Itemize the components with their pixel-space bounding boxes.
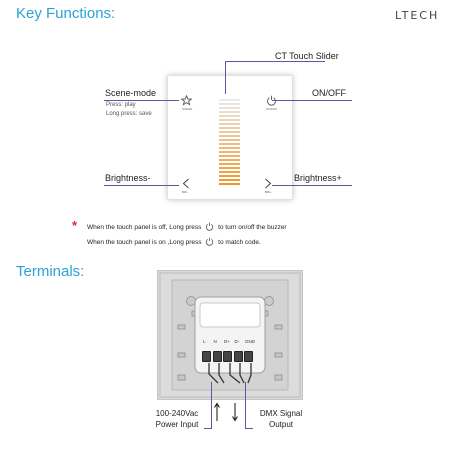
slider-segment <box>219 171 240 173</box>
scene-mode-press-play: Press: play <box>106 102 136 108</box>
slider-segment <box>219 167 240 169</box>
slider-segment <box>219 183 240 185</box>
panel-back-view: L N D+ D- GND <box>157 270 303 400</box>
terminal-pin-label: D- <box>234 339 240 344</box>
slider-segment <box>219 115 240 117</box>
arrow-down-icon <box>232 403 238 422</box>
note-asterisk: * <box>72 218 78 233</box>
slider-segment <box>219 123 240 125</box>
slider-segment <box>219 159 240 161</box>
power-input-line-2: Power Input <box>155 420 199 429</box>
section-title-terminals: Terminals: <box>16 263 85 280</box>
terminal-pin <box>212 351 222 362</box>
slider-segment <box>219 147 240 149</box>
note-line-2-start: When the touch panel is on ,Long press <box>87 239 202 246</box>
terminal-wires <box>208 363 252 384</box>
brightness-plus-key-label: BRI+ <box>265 190 272 194</box>
slider-segment <box>219 111 240 113</box>
terminal-pin-label: GND <box>245 339 255 344</box>
leader-line-slider-h <box>225 61 325 62</box>
terminal-pin <box>202 351 211 362</box>
slider-segment <box>219 119 240 121</box>
leader-line-onoff <box>272 100 352 101</box>
note-line-1-start: When the touch panel is off, Long press <box>87 224 202 231</box>
power-input-line-1: 100-240Vac <box>155 409 199 418</box>
slider-segment <box>219 151 240 153</box>
power-key-label: ON/OFF <box>266 107 278 111</box>
leader-line-dmx-h <box>245 428 253 429</box>
star-icon <box>181 95 192 106</box>
note-line-2: When the touch panel is on ,Long press t… <box>87 237 261 246</box>
terminal-pin-label: L <box>203 339 206 344</box>
brand-logo: LTECH <box>395 9 440 22</box>
slider-segment <box>219 179 240 181</box>
slider-segment <box>219 107 240 109</box>
dmx-output-line-2: Output <box>268 420 293 429</box>
chevron-right-icon <box>265 178 272 189</box>
leader-line-power <box>211 382 212 429</box>
callout-scene-mode: Scene-mode <box>105 88 157 98</box>
dmx-output-line-1: DMX Signal <box>259 409 303 418</box>
slider-segment <box>219 163 240 165</box>
terminal-pin <box>223 351 232 362</box>
brightness-minus-key-label: BRI- <box>182 190 188 194</box>
slider-segment <box>219 99 240 101</box>
callout-on-off: ON/OFF <box>312 88 346 98</box>
scene-mode-long-press-save: Long press: save <box>106 111 152 117</box>
slider-segment <box>219 143 240 145</box>
power-icon <box>206 237 214 246</box>
terminal-pin <box>233 351 243 362</box>
leader-line-brightness-minus <box>104 185 179 186</box>
slider-segment <box>219 175 240 177</box>
note-line-1-end: to turn on/off the buzzer <box>218 224 287 231</box>
note-line-1: When the touch panel is off, Long press … <box>87 222 287 231</box>
callout-brightness-minus: Brightness- <box>105 173 151 183</box>
callout-ct-touch-slider: CT Touch Slider <box>275 51 339 61</box>
power-icon <box>206 222 214 231</box>
label-dmx-output: DMX Signal Output <box>252 408 310 430</box>
leader-line-slider-v <box>225 61 226 94</box>
label-power-input: 100-240Vac Power Input <box>148 408 206 430</box>
terminal-pin-label: D+ <box>224 339 230 344</box>
section-title-key-functions: Key Functions: <box>16 5 116 22</box>
callout-brightness-plus: Brightness+ <box>294 173 342 183</box>
chevron-left-icon <box>182 178 189 189</box>
arrow-up-icon <box>214 402 220 421</box>
leader-line-brightness-plus <box>272 185 352 186</box>
slider-segment <box>219 139 240 141</box>
power-icon <box>267 95 276 106</box>
slider-segment <box>219 155 240 157</box>
slider-segment <box>219 127 240 129</box>
slider-segment <box>219 135 240 137</box>
terminal-block: L N D+ D- GND <box>202 339 262 369</box>
scene-key-label: SCENE <box>182 107 193 111</box>
note-line-2-end: to match code. <box>218 239 261 246</box>
terminal-pin <box>244 351 253 362</box>
terminal-pin-label: N <box>213 339 217 344</box>
ct-touch-slider[interactable] <box>219 99 240 189</box>
leader-line-scene <box>104 100 179 101</box>
slider-segment <box>219 103 240 105</box>
slider-segment <box>219 131 240 133</box>
leader-line-power-h <box>204 428 212 429</box>
touch-panel: SCENE ON/OFF BRI- BRI+ <box>167 75 293 200</box>
leader-line-dmx <box>245 382 246 429</box>
